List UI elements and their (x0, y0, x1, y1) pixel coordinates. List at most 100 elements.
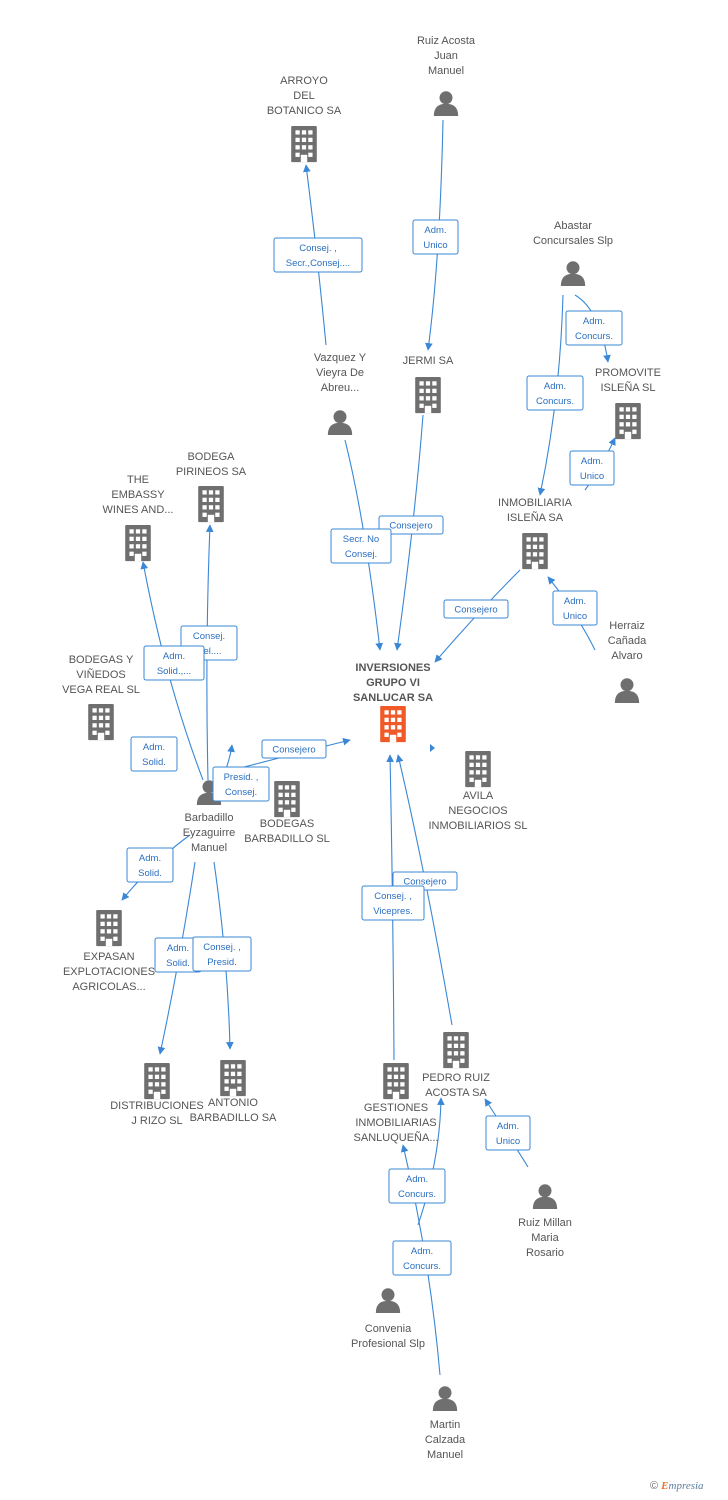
node-label: JERMI SA (403, 355, 454, 367)
edge-label-text: Vicepres. (373, 906, 412, 917)
node-label: DISTRIBUCIONES (110, 1100, 204, 1112)
edge-label-e22[interactable]: Adm.Concurs. (392, 1240, 452, 1276)
edge-label-text: Consejero (403, 877, 446, 888)
edge-label-box (565, 310, 623, 346)
node-label: EXPLOTACIONES (63, 966, 155, 978)
edge-label-e12[interactable]: Adm. Solid. (130, 736, 178, 772)
edge-label-text: Adm. (564, 596, 586, 607)
edge-label-box (552, 590, 598, 626)
edge-label-text: Solid. (142, 757, 166, 768)
node-label: Profesional Slp (351, 1338, 425, 1350)
node-label: GRUPO VI (366, 677, 420, 689)
copyright-footer: © Empresia (650, 1480, 704, 1492)
edge-label-text: Adm. (497, 1121, 519, 1132)
edge-label-e21[interactable]: Adm.Concurs. (388, 1168, 446, 1204)
building-icon (383, 1063, 409, 1100)
edge-label-e17[interactable]: Consej. ,Presid. (192, 936, 252, 972)
node-gestiones[interactable]: GESTIONESINMOBILIARIASSANLUQUEÑA... (354, 1063, 439, 1144)
edge-label-e5[interactable]: Adm.Unico (569, 450, 615, 486)
node-label: BARBADILLO SA (190, 1112, 277, 1124)
edge-label-text: Solid. (138, 868, 162, 879)
edge-label-e8[interactable]: Consejero (443, 599, 509, 619)
edge-label-box (392, 1240, 452, 1276)
arrow-stub-icon (430, 744, 435, 752)
edge-label-box (526, 375, 584, 411)
node-label: BODEGA (187, 451, 235, 463)
edge-label-e13[interactable]: Consejero (261, 739, 327, 759)
edge-label-text: Solid.,... (157, 666, 191, 677)
edge-label-box (412, 219, 459, 255)
building-icon (615, 403, 641, 440)
edge-label-text: Adm. (143, 742, 165, 753)
node-label: VIÑEDOS (76, 668, 126, 681)
edge-label-text: Consejero (454, 605, 497, 616)
building-icon (125, 525, 151, 562)
edge-label-box (273, 237, 363, 273)
node-label: BODEGAS (260, 818, 314, 830)
edge-label-e20[interactable]: Adm.Unico (485, 1115, 531, 1151)
building-icon (144, 1063, 170, 1100)
building-icon (96, 910, 122, 947)
node-label: VEGA REAL SL (62, 684, 140, 696)
node-label: WINES AND... (103, 504, 174, 516)
edge-label-text: Adm. (424, 225, 446, 236)
node-label: ACOSTA SA (425, 1087, 487, 1099)
node-label: INVERSIONES (355, 662, 430, 674)
edge-label-text: Solid. (166, 958, 190, 969)
edge-label-e3[interactable]: Adm.Concurs. (565, 310, 623, 346)
edge-label-text: Concurs. (398, 1189, 436, 1200)
edge-label-e2[interactable]: Adm.Unico (412, 219, 459, 255)
building-icon (415, 377, 441, 414)
node-label: INMOBILIARIOS SL (428, 820, 527, 832)
edge-label-e1[interactable]: Consej. ,Secr.,Consej.... (273, 237, 363, 273)
edge-label-text: Concurs. (536, 396, 574, 407)
edge-label-e14[interactable]: Presid. ,Consej. (212, 766, 270, 802)
edge-label-e6[interactable]: Consejero (378, 515, 444, 535)
edge-label-e9[interactable]: Adm.Unico (552, 590, 598, 626)
edge-label-e4[interactable]: Adm.Concurs. (526, 375, 584, 411)
edge-label-e15[interactable]: Adm.Solid. (126, 847, 174, 883)
edge-label-e11[interactable]: Adm.Solid.,... (143, 645, 205, 681)
edge-label-text: Consejero (272, 745, 315, 756)
edge-label-e19[interactable]: Consej. , Vicepres. (361, 885, 425, 921)
node-label: Eyzaguirre (183, 827, 236, 839)
building-icon (522, 533, 548, 570)
edge-label-text: Del.... (197, 646, 222, 657)
person-icon (532, 1184, 558, 1209)
person-icon (433, 91, 459, 116)
node-label: Manuel (427, 1449, 463, 1461)
node-jermi[interactable]: JERMI SA (403, 355, 454, 414)
edge-label-e16[interactable]: Adm.Solid. (154, 937, 202, 973)
node-label: INMOBILIARIAS (355, 1117, 436, 1129)
node-distrib[interactable]: DISTRIBUCIONES J RIZO SL (110, 1063, 204, 1127)
person-icon (614, 678, 640, 703)
node-label: J RIZO SL (131, 1115, 182, 1127)
node-label: THE (127, 474, 149, 486)
edge-label-text: Consej. , (374, 891, 412, 902)
node-expasan[interactable]: EXPASANEXPLOTACIONESAGRICOLAS... (63, 910, 155, 993)
building-icon (88, 704, 114, 741)
node-label: NEGOCIOS (448, 805, 507, 817)
